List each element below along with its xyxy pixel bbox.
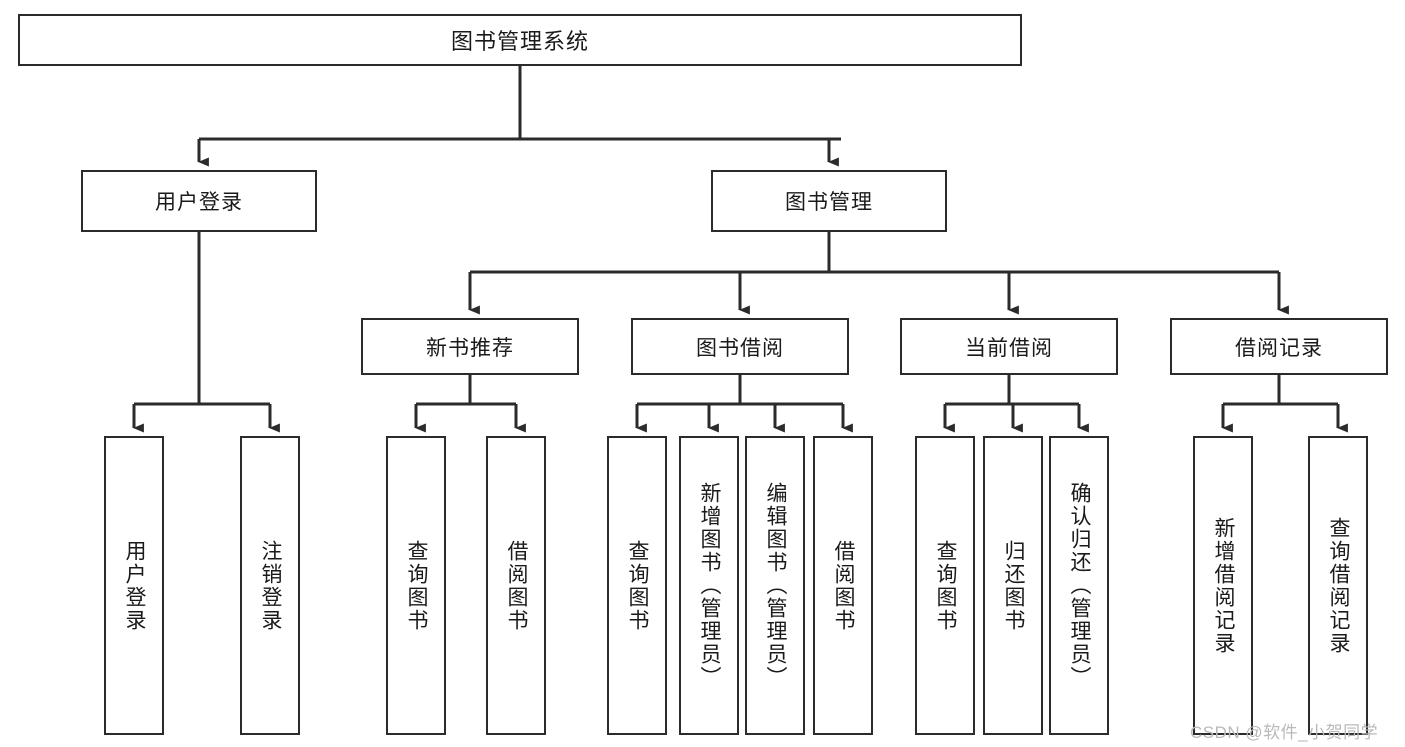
node-current-borrow-label: 当前借阅 <box>965 336 1053 360</box>
node-leaf-add-record-label: 新增借阅记录 <box>1212 516 1236 655</box>
node-current-borrow[interactable]: 当前借阅 <box>900 318 1118 375</box>
node-leaf-borrow-book-1[interactable]: 借阅图书 <box>486 436 546 735</box>
node-borrow-record[interactable]: 借阅记录 <box>1170 318 1388 375</box>
node-book-borrow-label: 图书借阅 <box>696 336 784 360</box>
node-leaf-query-book-2-label: 查询图书 <box>626 539 650 632</box>
node-user-login[interactable]: 用户登录 <box>81 170 317 232</box>
node-leaf-query-book-3-label: 查询图书 <box>934 539 958 632</box>
node-leaf-edit-book[interactable]: 编辑图书（管理员） <box>745 436 805 735</box>
node-leaf-add-record[interactable]: 新增借阅记录 <box>1193 436 1253 735</box>
node-leaf-query-record-label: 查询借阅记录 <box>1327 516 1351 655</box>
node-leaf-edit-book-label: 编辑图书（管理员） <box>764 482 788 689</box>
node-book-manage-label: 图书管理 <box>785 191 873 214</box>
node-leaf-return-book[interactable]: 归还图书 <box>983 436 1043 735</box>
node-new-book-recommend[interactable]: 新书推荐 <box>361 318 579 375</box>
node-root[interactable]: 图书管理系统 <box>18 14 1022 66</box>
node-leaf-confirm-return[interactable]: 确认归还（管理员） <box>1049 436 1109 735</box>
node-leaf-user-login-label: 用户登录 <box>123 539 147 632</box>
node-borrow-record-label: 借阅记录 <box>1235 336 1323 360</box>
node-leaf-logout[interactable]: 注销登录 <box>240 436 300 735</box>
node-leaf-borrow-book-1-label: 借阅图书 <box>505 539 529 632</box>
node-leaf-query-book-1[interactable]: 查询图书 <box>386 436 446 735</box>
watermark: CSDN @软件_小贺同学 <box>1190 723 1379 742</box>
node-leaf-add-book[interactable]: 新增图书（管理员） <box>679 436 739 735</box>
node-new-book-recommend-label: 新书推荐 <box>426 336 514 360</box>
node-leaf-borrow-book-2[interactable]: 借阅图书 <box>813 436 873 735</box>
node-book-borrow[interactable]: 图书借阅 <box>631 318 849 375</box>
node-leaf-query-record[interactable]: 查询借阅记录 <box>1308 436 1368 735</box>
node-leaf-confirm-return-label: 确认归还（管理员） <box>1068 482 1092 689</box>
node-leaf-return-book-label: 归还图书 <box>1002 539 1026 632</box>
node-leaf-logout-label: 注销登录 <box>259 539 283 632</box>
node-leaf-add-book-label: 新增图书（管理员） <box>698 482 722 689</box>
node-book-manage[interactable]: 图书管理 <box>711 170 947 232</box>
node-root-label: 图书管理系统 <box>450 29 589 54</box>
node-leaf-query-book-2[interactable]: 查询图书 <box>607 436 667 735</box>
node-leaf-user-login[interactable]: 用户登录 <box>104 436 164 735</box>
node-leaf-borrow-book-2-label: 借阅图书 <box>832 539 856 632</box>
node-leaf-query-book-1-label: 查询图书 <box>405 539 429 632</box>
node-user-login-label: 用户登录 <box>155 191 243 214</box>
node-leaf-query-book-3[interactable]: 查询图书 <box>915 436 975 735</box>
